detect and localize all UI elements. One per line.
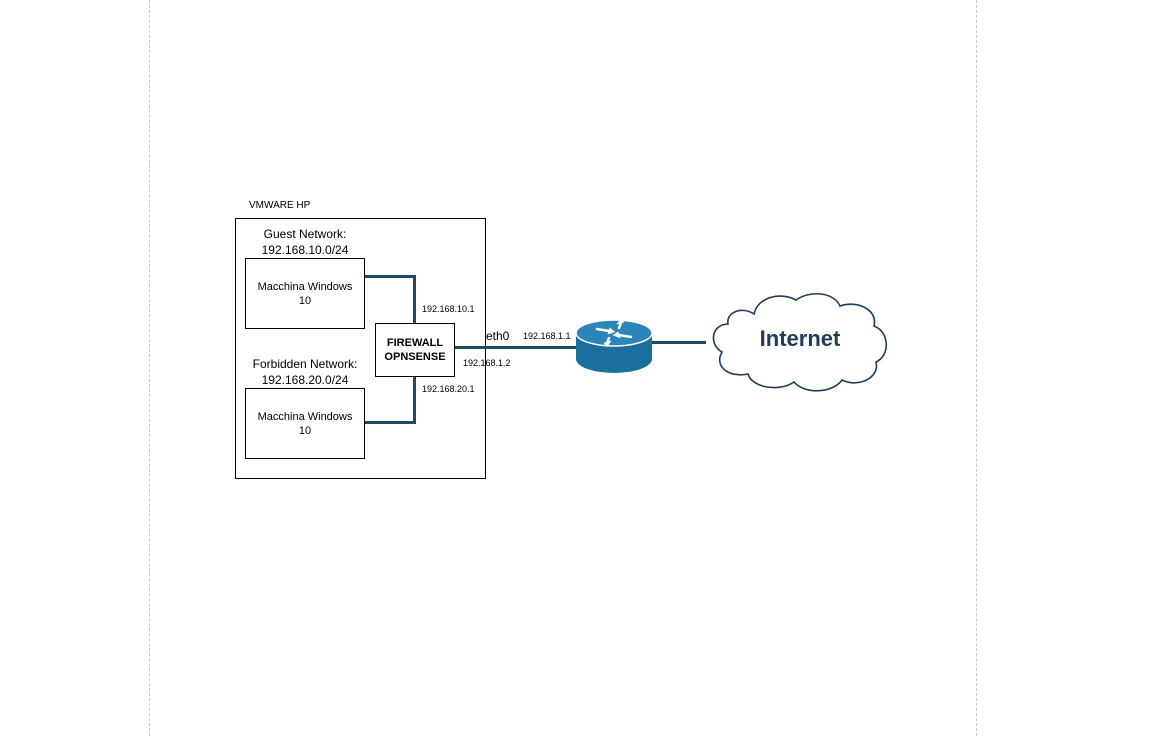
cloud-icon[interactable] xyxy=(708,290,892,396)
page-guide-right xyxy=(976,0,977,736)
firewall-opnsense[interactable]: FIREWALL OPNSENSE xyxy=(375,323,455,377)
guest-machine-line2: 10 xyxy=(298,294,312,307)
page-guide-left xyxy=(149,0,150,736)
forbidden-machine-line1: Macchina Windows xyxy=(257,410,353,423)
guest-network-title: Guest Network: xyxy=(263,227,347,241)
guest-gateway-ip: 192.168.10.1 xyxy=(422,304,475,314)
firewall-line2: OPNSENSE xyxy=(384,351,446,363)
forbidden-windows-machine[interactable]: Macchina Windows 10 xyxy=(245,388,365,459)
router-ip: 192.168.1.1 xyxy=(523,331,571,341)
forbidden-network-title: Forbidden Network: xyxy=(252,357,358,371)
internet-label: Internet xyxy=(759,326,841,351)
guest-link-vertical xyxy=(413,275,416,323)
guest-network-subnet: 192.168.10.0/24 xyxy=(261,243,349,257)
forbidden-network-subnet: 192.168.20.0/24 xyxy=(261,373,349,387)
guest-windows-machine[interactable]: Macchina Windows 10 xyxy=(245,258,365,329)
router-icon[interactable] xyxy=(575,319,653,375)
firewall-wan-ip: 192.168.1.2 xyxy=(463,358,511,368)
forbidden-machine-line2: 10 xyxy=(298,424,312,437)
wan-link xyxy=(455,346,578,349)
wan-interface-label: eth0 xyxy=(486,329,510,343)
container-label: VMWARE HP xyxy=(249,200,311,211)
guest-link-horizontal xyxy=(365,275,416,278)
internet-link xyxy=(652,341,706,344)
guest-machine-line1: Macchina Windows xyxy=(257,280,353,293)
forbidden-link-vertical xyxy=(413,377,416,424)
firewall-line1: FIREWALL xyxy=(386,337,444,349)
forbidden-link-horizontal xyxy=(365,421,416,424)
forbidden-gateway-ip: 192.168.20.1 xyxy=(422,384,475,394)
